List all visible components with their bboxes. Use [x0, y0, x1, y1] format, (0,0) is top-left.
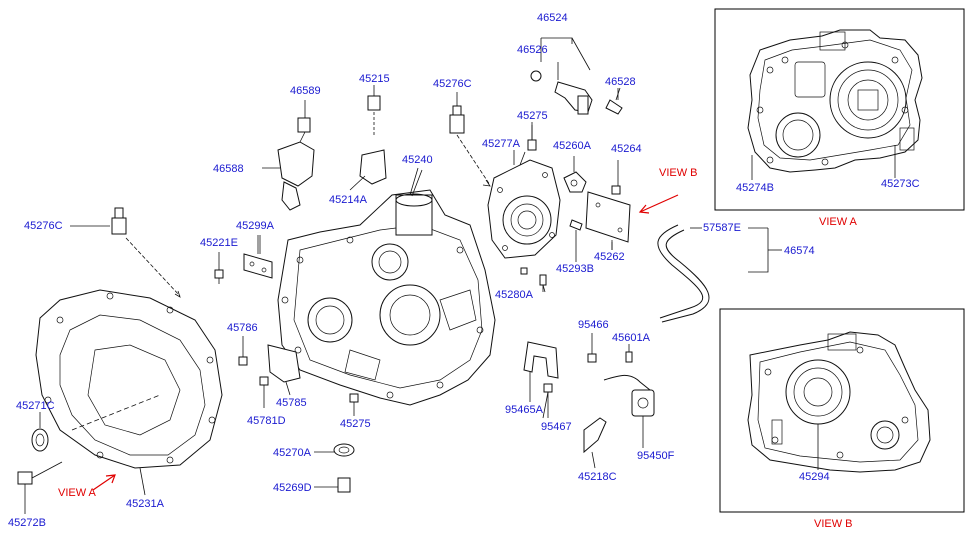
part-label-45270a: 45270A: [273, 447, 311, 459]
position-sensor-drawing: [262, 100, 315, 211]
leader-lines: [259, 62, 619, 419]
part-label-45215: 45215: [359, 73, 390, 85]
view-b-arrow-label: VIEW B: [659, 167, 698, 179]
part-label-46524: 46524: [537, 12, 568, 24]
part-label-95465a: 95465A: [505, 404, 543, 416]
clutch-housing-45231a-drawing: [35, 289, 223, 496]
part-label-46589: 46589: [290, 85, 321, 97]
view-a-arrow-label: VIEW A: [58, 487, 96, 499]
part-label-45269d: 45269D: [273, 482, 312, 494]
part-label-95466: 95466: [578, 319, 609, 331]
part-label-45218c: 45218C: [578, 471, 617, 483]
part-label-95467: 95467: [541, 421, 572, 433]
wiring-bracket-parts-drawing: [523, 333, 655, 469]
breather-vent-left-drawing: [70, 207, 181, 298]
part-label-45231a: 45231A: [126, 498, 164, 510]
part-label-45240: 45240: [402, 154, 433, 166]
part-label-45276c-left: 45276C: [24, 220, 63, 232]
view-arrows: [92, 194, 679, 491]
small-fasteners-drawing: [214, 235, 547, 493]
part-label-45271c: 45271C: [16, 400, 55, 412]
part-label-45262: 45262: [594, 251, 625, 263]
part-label-45276c-top: 45276C: [433, 78, 472, 90]
view-a-housing-drawing: [747, 29, 923, 180]
part-label-45274b: 45274B: [736, 182, 774, 194]
view-a-title: VIEW A: [819, 216, 857, 228]
plate-45262-drawing: [563, 156, 631, 262]
part-label-45214a: 45214A: [329, 194, 367, 206]
part-label-45275-bottom: 45275: [340, 418, 371, 430]
transaxle-case-45240-drawing: [277, 167, 496, 406]
part-label-45272b: 45272B: [8, 517, 46, 529]
breather-vent-top-drawing: [449, 92, 491, 187]
part-label-46588: 46588: [213, 163, 244, 175]
part-label-45280a: 45280A: [495, 289, 533, 301]
view-b-housing-drawing: [747, 331, 931, 473]
view-b-title: VIEW B: [814, 518, 853, 530]
bracket-45214a-drawing: [349, 85, 387, 191]
part-label-45785: 45785: [276, 397, 307, 409]
part-label-45601a: 45601A: [612, 332, 650, 344]
side-cover-45277a-drawing: [487, 122, 561, 259]
part-label-45294: 45294: [799, 471, 830, 483]
part-label-45293b: 45293B: [556, 263, 594, 275]
part-label-95450f: 95450F: [637, 450, 675, 462]
part-label-45264: 45264: [611, 143, 642, 155]
seal-and-bolt-drawing: [17, 412, 63, 514]
part-label-45781d: 45781D: [247, 415, 286, 427]
part-label-45299a: 45299A: [236, 220, 274, 232]
speed-sensor-assembly-drawing: [530, 37, 623, 115]
view-a-frame: [714, 8, 965, 211]
part-label-57587e: 57587E: [703, 222, 741, 234]
breather-hose-46574-drawing: [657, 224, 782, 323]
part-label-45273c: 45273C: [881, 178, 920, 190]
part-label-46574: 46574: [784, 245, 815, 257]
part-label-46526: 46526: [517, 44, 548, 56]
part-label-45277a: 45277A: [482, 138, 520, 150]
view-b-frame: [719, 308, 965, 513]
part-label-46528: 46528: [605, 76, 636, 88]
part-label-45786: 45786: [227, 322, 258, 334]
part-label-45275-top: 45275: [517, 110, 548, 122]
part-label-45221e: 45221E: [200, 237, 238, 249]
part-label-45260a: 45260A: [553, 140, 591, 152]
